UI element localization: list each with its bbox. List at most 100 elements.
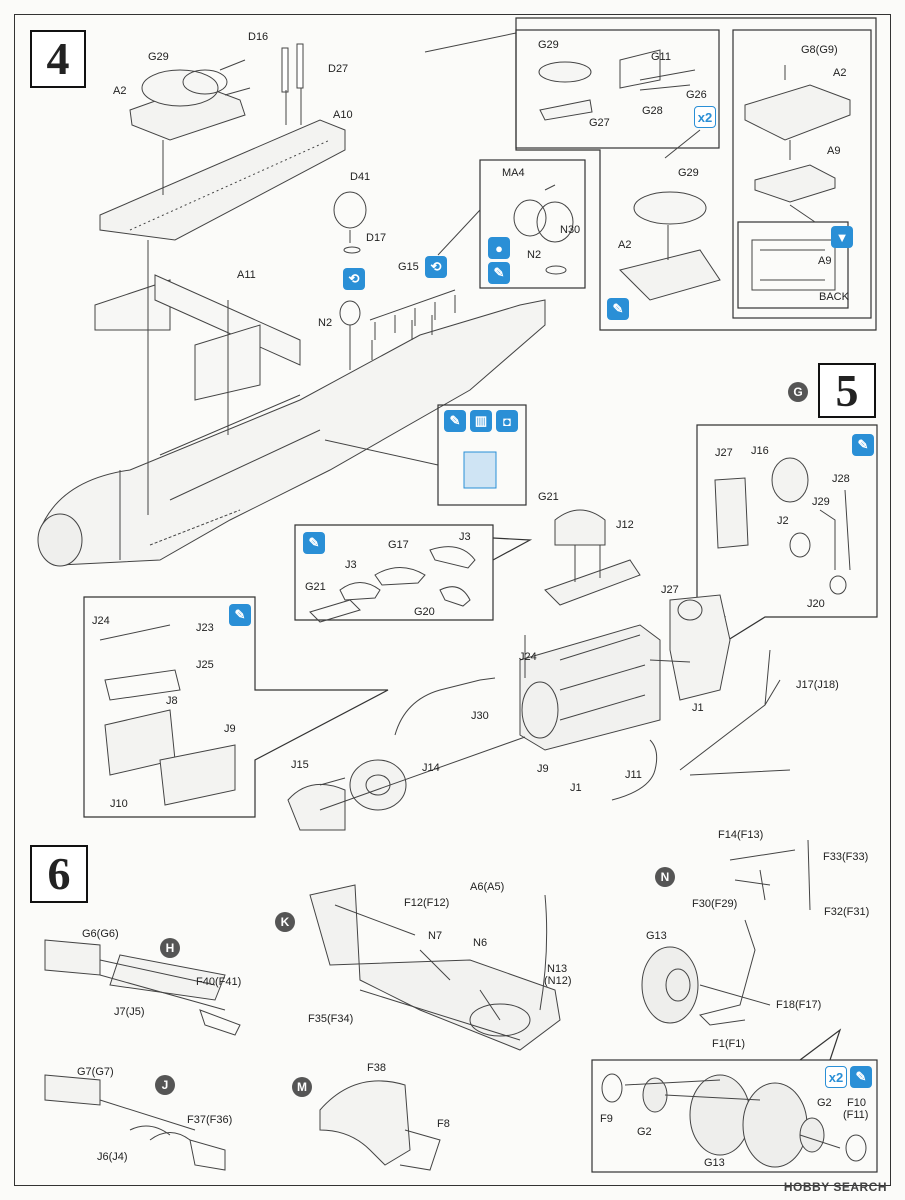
part-label: J11 [625,769,642,781]
view-back-icon: ▼ [831,226,853,248]
part-label: F9 [600,1113,613,1125]
paint-brush-icon: ✎ [607,298,629,320]
paint-brush-icon: ✎ [852,434,874,456]
part-label: G21 [538,491,559,503]
part-label: J7(J5) [114,1006,145,1018]
part-label: J1 [692,702,704,714]
part-label: G15 [398,261,419,273]
part-label: A10 [333,109,353,121]
part-label: F32(F31) [824,906,870,918]
part-label: J28 [832,473,850,485]
part-label: G6(G6) [82,928,119,940]
part-label: F1(F1) [712,1038,745,1050]
part-label: G27 [589,117,610,129]
part-label: J15 [291,759,309,771]
rotate-icon: ⟲ [343,268,365,290]
rotate-icon: ⟲ [425,256,447,278]
part-label: G20 [414,606,435,618]
part-label: F37(F36) [187,1114,233,1126]
step-number-6: 6 [30,845,88,903]
part-label: D16 [248,31,269,43]
part-label: F14(F13) [718,829,764,841]
part-label: J6(J4) [97,1151,128,1163]
x2-quantity-tag: x2 [694,106,716,128]
part-label: G26 [686,89,707,101]
part-label: F10 [847,1097,866,1109]
part-label: N30 [560,224,581,236]
part-label: J8 [166,695,178,707]
part-label: D41 [350,171,371,183]
part-label: (F11) [843,1109,869,1121]
part-label: (N12) [544,975,572,987]
cement-tube-icon: ● [488,237,510,259]
part-label: MA4 [502,167,525,179]
part-label: G7(G7) [77,1066,114,1078]
part-label: F30(F29) [692,898,738,910]
paint-brush-icon: ✎ [488,262,510,284]
decal-icon: ◘ [496,410,518,432]
part-label: J2 [777,515,789,527]
part-label: G2 [637,1126,652,1138]
part-label: G29 [678,167,699,179]
callout-frame-top-right [515,17,877,331]
section-code-n: N [655,867,675,887]
part-label: G13 [646,930,667,942]
paint-brush-icon: ✎ [303,532,325,554]
page-frame [14,14,891,1186]
part-label: G21 [305,581,326,593]
part-label: G29 [148,51,169,63]
part-label: F8 [437,1118,450,1130]
part-label: J3 [345,559,357,571]
part-label: G11 [651,51,671,63]
section-code-h: H [160,938,180,958]
part-label: F38 [367,1062,386,1074]
part-label: J20 [807,598,825,610]
part-label: G28 [642,105,663,117]
part-label: J16 [751,445,769,457]
part-label: J27 [661,584,679,596]
part-label: J23 [196,622,214,634]
part-label: A2 [833,67,847,79]
part-label: A2 [113,85,127,97]
part-label: J14 [422,762,440,774]
section-code-j: J [155,1075,175,1095]
part-label: N6 [473,937,488,949]
step-number-4: 4 [30,30,86,88]
part-label: J9 [224,723,236,735]
part-label: J3 [459,531,471,543]
part-label: J9 [537,763,549,775]
x2-quantity-tag: x2 [825,1066,847,1088]
part-label: A6(A5) [470,881,505,893]
part-label: J17(J18) [796,679,839,691]
part-label: J1 [570,782,582,794]
part-label: G13 [704,1157,725,1169]
part-label: G2 [817,1097,832,1109]
part-label: A2 [618,239,632,251]
part-label: A9 [827,145,841,157]
part-label: J25 [196,659,214,671]
view-back-label: BACK [819,291,849,303]
part-label: J27 [715,447,733,459]
paint-brush-icon: ✎ [444,410,466,432]
part-label: G29 [538,39,559,51]
part-label: D17 [366,232,387,244]
part-label: J10 [110,798,128,810]
watermark: HOBBY SEARCH [783,1180,887,1194]
part-label: J24 [519,651,537,663]
paint-brush-icon: ✎ [850,1066,872,1088]
part-label: D27 [328,63,349,75]
part-label: J30 [471,710,489,722]
section-code-g: G [788,382,808,402]
part-label: A9 [818,255,832,267]
hatch-icon: ▥ [470,410,492,432]
section-code-k: K [275,912,295,932]
part-label: J29 [812,496,830,508]
part-label: F40(F41) [196,976,242,988]
part-label: N2 [527,249,542,261]
part-label: G17 [388,539,409,551]
paint-brush-icon: ✎ [229,604,251,626]
part-label: J12 [616,519,634,531]
part-label: A11 [237,269,256,281]
part-label: F18(F17) [776,999,822,1011]
